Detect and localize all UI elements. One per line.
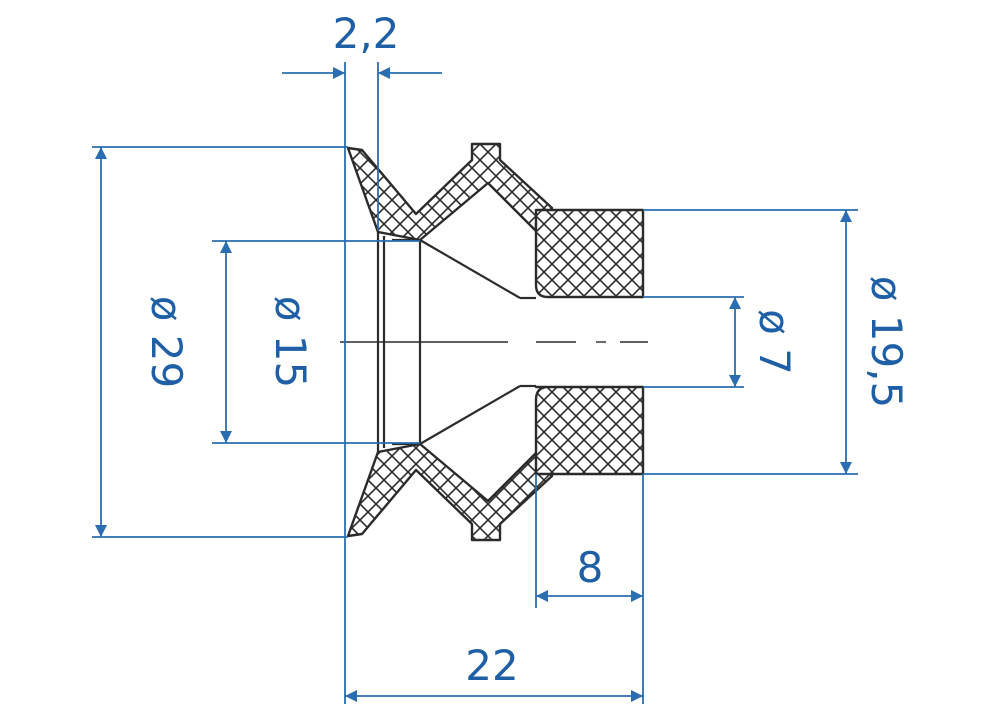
dimension-lines [92,62,858,704]
outer-diameter-label: ø 29 [142,296,191,389]
suction-cup-part [346,142,645,542]
shank-diameter-label: ø 19,5 [862,276,911,409]
lower-shank-section [534,385,645,476]
upper-shank-section [534,208,645,299]
lip-thickness-label: 2,2 [333,9,400,58]
shank-length-label: 8 [577,543,604,592]
overall-length-label: 22 [465,641,518,690]
lower-lip-section [346,442,554,542]
bore-diameter-label: ø 7 [750,309,799,375]
inner-diameter-label: ø 15 [266,296,315,389]
upper-lip-section [346,142,554,242]
